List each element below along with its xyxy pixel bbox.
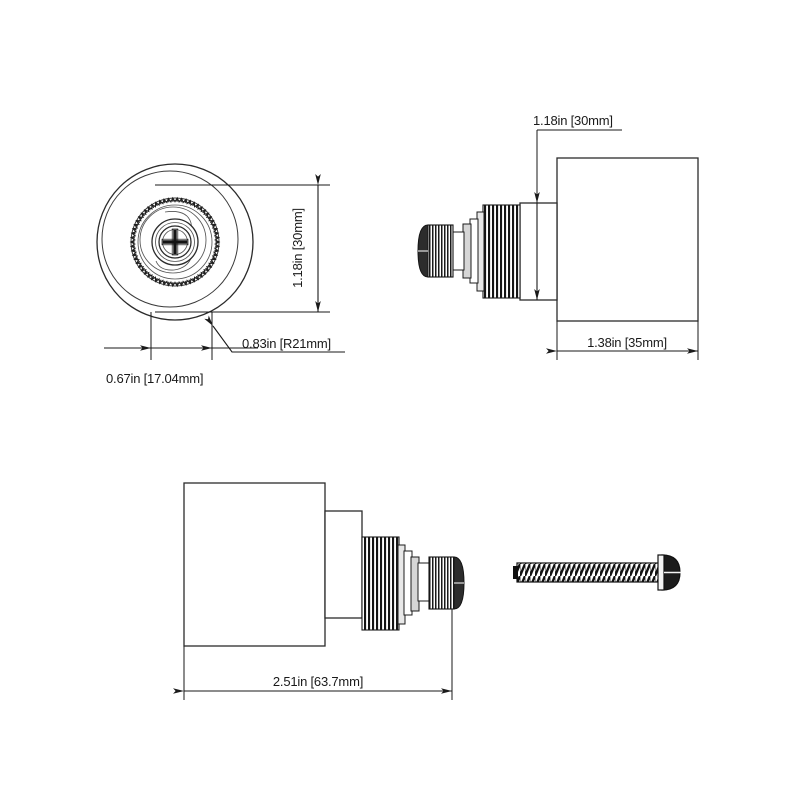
screw-tip [513, 566, 518, 579]
dim-label-outer-radius: 0.83in [R21mm] [242, 336, 331, 351]
dim-label-stem-height: 1.18in [30mm] [533, 113, 613, 128]
side-view-bottom: 2.51in [63.7mm] [173, 482, 465, 700]
dim-stem-height: 1.18in [30mm] [533, 113, 622, 300]
screw-slot-outline-h [161, 238, 189, 246]
screw-head-slot [657, 554, 665, 591]
splined-barrel-group-2 [361, 536, 420, 631]
screw-part [513, 554, 681, 591]
screw-slot-outline-v [171, 228, 179, 256]
dim-label-front-height: 1.18in [30mm] [290, 208, 305, 288]
cam-lower-path [155, 255, 193, 271]
broach-tip-group [417, 224, 454, 278]
body-collar-rect-2 [324, 510, 363, 619]
side-view-top: 1.18in [30mm] 1.38in [35mm] [417, 113, 699, 360]
spline-barrel-2 [361, 536, 400, 631]
dim-leader-radius [204, 315, 345, 353]
stem-neck [451, 231, 465, 271]
center-screw-group [151, 218, 199, 266]
front-view: 1.18in [30mm] 0.67in [17.04mm] 0.83in [R… [96, 163, 345, 386]
spline-barrel [482, 204, 521, 299]
dim-overall-length: 2.51in [63.7mm] [173, 609, 453, 700]
cartridge-body-rect-2 [183, 482, 326, 647]
broach-knurl-2 [428, 556, 455, 610]
dim-label-body-width: 1.38in [35mm] [587, 335, 667, 350]
broach-knurl [427, 224, 454, 278]
screw-thread-shank [517, 563, 662, 582]
dim-body-width: 1.38in [35mm] [546, 321, 699, 360]
knurl-teeth [129, 196, 221, 288]
dim-outer-radius: 0.83in [R21mm] [204, 315, 345, 353]
dim-front-height: 1.18in [30mm] [155, 174, 330, 313]
splined-barrel-group [462, 204, 521, 299]
broach-tip-group-2 [428, 556, 465, 610]
stem-neck-2 [417, 562, 431, 602]
dim-label-overall-length: 2.51in [63.7mm] [273, 674, 363, 689]
cartridge-body-rect [556, 157, 699, 322]
dim-hub-diameter: 0.67in [17.04mm] [104, 312, 258, 386]
dim-label-hub-diameter: 0.67in [17.04mm] [106, 371, 203, 386]
body-collar-rect [519, 202, 558, 301]
